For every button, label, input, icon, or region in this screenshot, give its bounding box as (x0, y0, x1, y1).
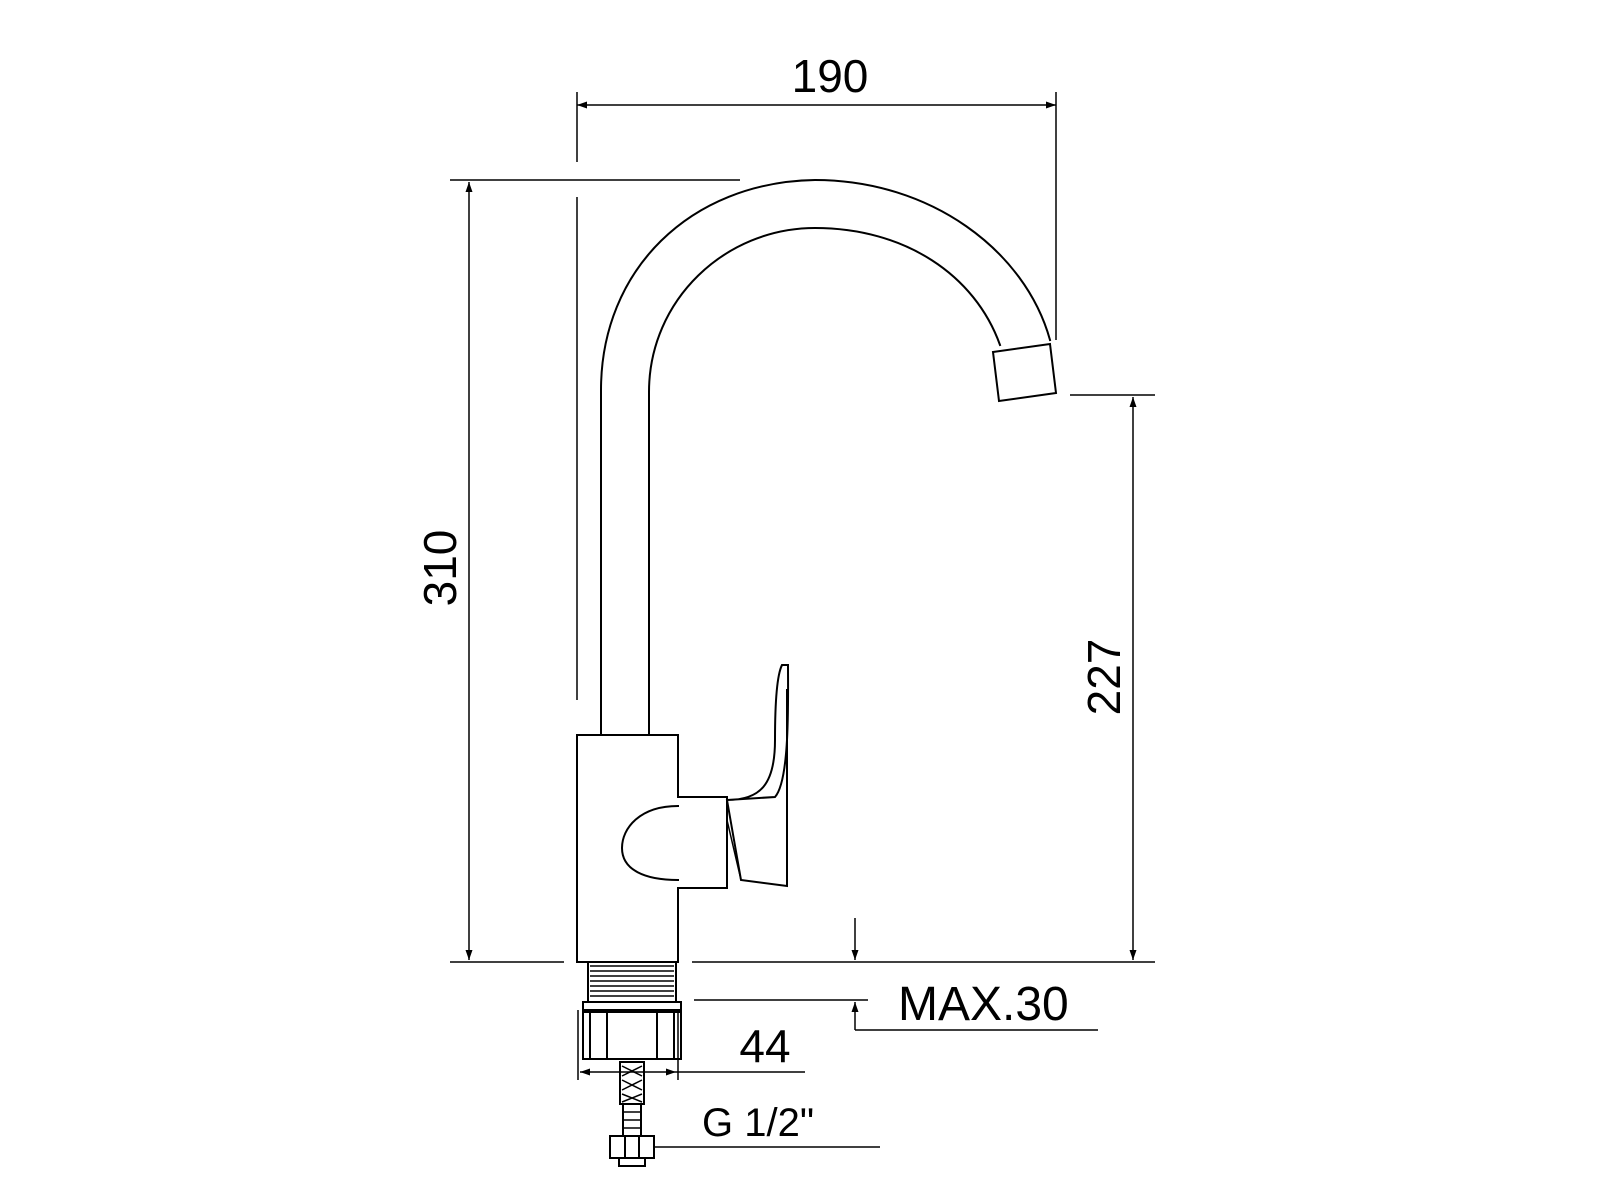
spout-inner (648, 226, 1002, 736)
lever-handle-body (725, 689, 788, 888)
mixer-body (576, 734, 728, 963)
supply-hose (609, 1061, 655, 1167)
lever-edge (726, 819, 742, 881)
total-height-label: 310 (414, 530, 466, 607)
spout-outer (600, 178, 1052, 736)
dimension-base-diameter: 44 (577, 1010, 805, 1080)
faucet-outline (576, 178, 1058, 1167)
lever-handle (726, 664, 790, 801)
dimension-max-thickness: MAX.30 (694, 918, 1098, 1031)
cartridge-dome (620, 804, 680, 882)
threaded-shank (582, 961, 682, 1011)
mounting-nut (582, 1011, 682, 1060)
base-diameter-label: 44 (739, 1020, 790, 1072)
dimension-spout-height: 227 (692, 394, 1155, 963)
spout-reach-label: 190 (792, 50, 869, 102)
dimension-spout-reach: 190 (576, 50, 1057, 700)
max-thickness-label: MAX.30 (898, 978, 1069, 1031)
connection-thread-label: G 1/2" (702, 1101, 814, 1145)
spout-height-label: 227 (1078, 639, 1130, 716)
dimension-connection-thread: G 1/2" (654, 1101, 880, 1148)
aerator (991, 342, 1058, 403)
dimension-total-height: 310 (414, 179, 740, 963)
